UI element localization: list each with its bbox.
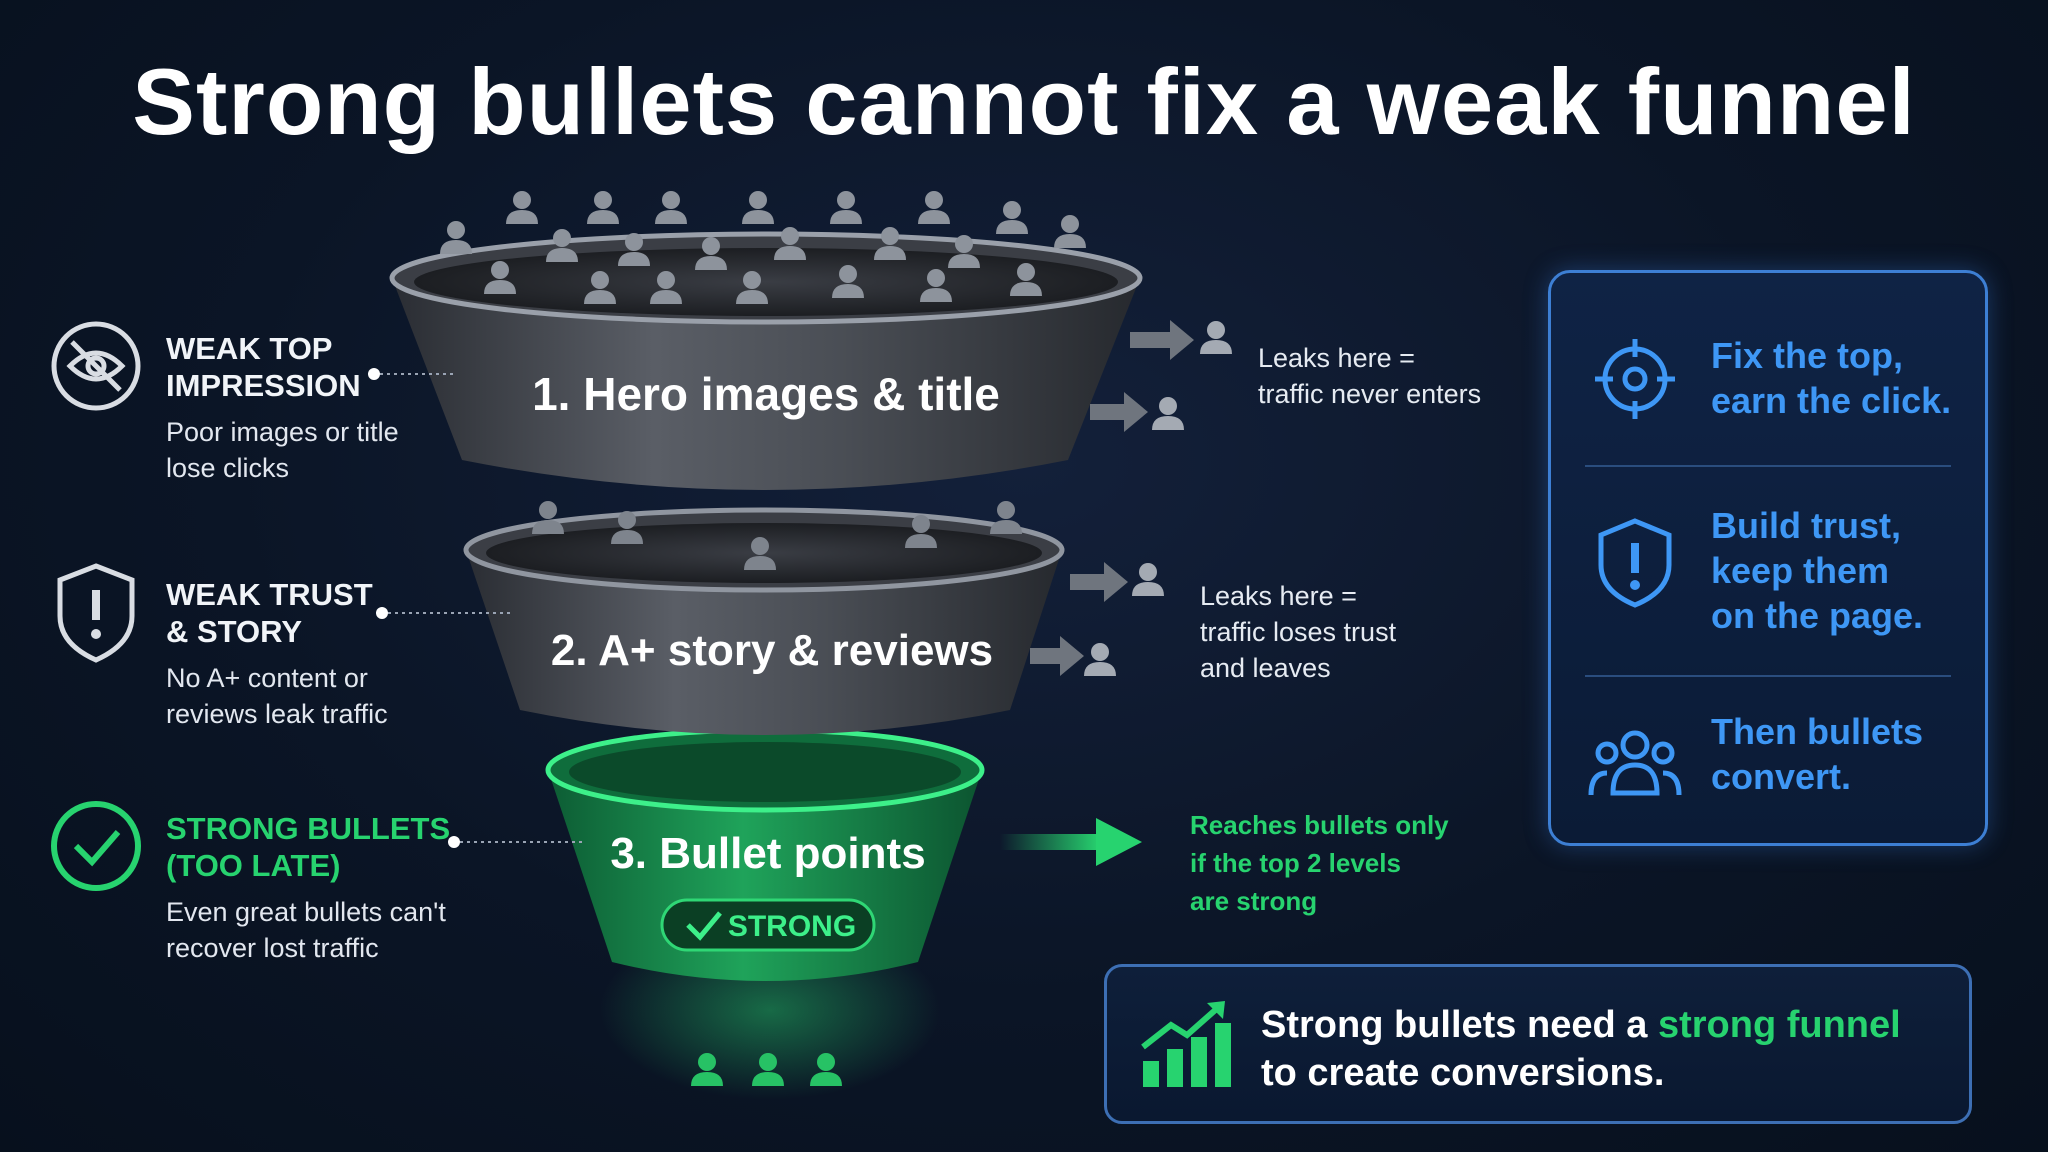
conclusion-text: Strong bullets need a xyxy=(1261,1004,1658,1046)
panel-divider xyxy=(1585,675,1951,677)
label-title-line: WEAK TRUST xyxy=(166,577,373,612)
reach-note: Reaches bullets only if the top 2 levels a… xyxy=(1190,806,1449,920)
eye-slash-icon xyxy=(51,321,141,411)
label-title-line: WEAK TOP xyxy=(166,331,333,366)
panel-line: Fix the top, xyxy=(1711,335,1903,376)
strong-badge xyxy=(660,898,876,952)
takeaways-panel: Fix the top,earn the click. Build trust,… xyxy=(1548,270,1988,846)
label-title-line: & STORY xyxy=(166,614,303,649)
leak-line: Reaches bullets only xyxy=(1190,810,1449,840)
growth-chart-icon xyxy=(1141,1001,1231,1087)
label-title-line: (TOO LATE) xyxy=(166,848,341,883)
badge-label: STRONG xyxy=(728,910,856,943)
label-desc-line: lose clicks xyxy=(166,453,290,483)
panel-line: convert. xyxy=(1711,756,1852,797)
label-title-line: IMPRESSION xyxy=(166,368,361,403)
panel-line: earn the click. xyxy=(1711,380,1952,421)
page-title: Strong bullets cannot fix a weak funnel xyxy=(132,49,1916,154)
panel-line: Then bullets xyxy=(1711,711,1924,752)
funnel-label-1: 1. Hero images & title xyxy=(532,368,1000,420)
leak-arrows-2 xyxy=(1030,562,1128,676)
label-desc-line: Poor images or title xyxy=(166,417,399,447)
shield-alert-icon xyxy=(57,563,135,663)
label-desc-line: No A+ content or xyxy=(166,663,368,693)
label-title-line: STRONG BULLETS xyxy=(166,811,451,846)
leak-line: Leaks here = xyxy=(1258,343,1415,373)
panel-divider xyxy=(1585,465,1951,467)
funnel-label-2: 2. A+ story & reviews xyxy=(551,626,993,675)
panel-line: Build trust, xyxy=(1711,505,1901,546)
label-strong-bullets: STRONG BULLETS(TOO LATE) Even great bull… xyxy=(166,810,450,966)
label-desc-line: recover lost traffic xyxy=(166,933,379,963)
conclusion-highlight: strong funnel xyxy=(1657,1004,1901,1046)
target-icon xyxy=(1595,339,1675,419)
leak-line: traffic never enters xyxy=(1258,379,1482,409)
leak-line: if the top 2 levels xyxy=(1190,848,1401,878)
conclusion-text-line2: to create conversions. xyxy=(1261,1052,1665,1094)
leak-line: traffic loses trust xyxy=(1200,617,1397,647)
leak-line: Leaks here = xyxy=(1200,581,1357,611)
panel-line: keep them xyxy=(1711,550,1890,591)
users-icon xyxy=(1588,730,1682,796)
leak-arrows-1 xyxy=(1090,320,1194,432)
conclusion-box: Strong bullets need a strong funnel to cr… xyxy=(1104,964,1972,1124)
connectors xyxy=(368,368,586,848)
label-desc-line: reviews leak traffic xyxy=(166,699,388,729)
leak-line: are strong xyxy=(1190,886,1318,916)
leak-line: and leaves xyxy=(1200,653,1331,683)
shield-alert-icon xyxy=(1598,518,1672,608)
check-circle-icon xyxy=(51,801,141,891)
leak-note-2: Leaks here = traffic loses trust and leave… xyxy=(1200,578,1396,686)
label-weak-trust: WEAK TRUST& STORY No A+ content or review… xyxy=(166,576,388,732)
leak-note-1: Leaks here = traffic never enters xyxy=(1258,340,1481,412)
panel-line: on the page. xyxy=(1711,595,1924,636)
funnel-label-3: 3. Bullet points xyxy=(610,829,925,878)
reach-arrow xyxy=(1000,818,1142,866)
label-desc-line: Even great bullets can't xyxy=(166,897,446,927)
